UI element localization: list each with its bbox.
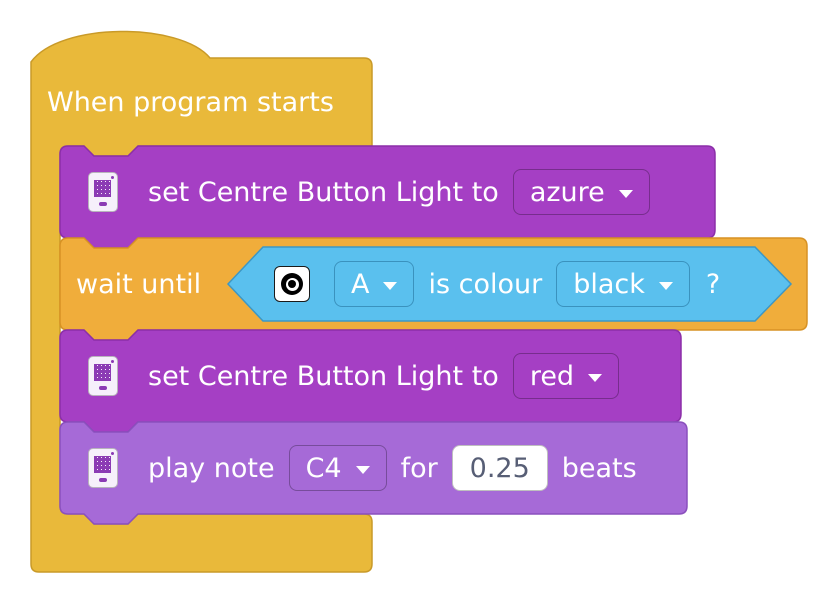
port-value: A [351,268,370,300]
note-value: C4 [305,452,342,484]
wait-until-label: wait until [76,268,202,300]
is-colour-label: is colour [428,268,543,300]
condition-color-value: black [573,268,645,300]
set-light-label: set Centre Button Light to [148,176,499,208]
set-light-row-2: set Centre Button Light to red [88,353,620,399]
chevron-down-icon [618,189,633,198]
beats-input[interactable]: 0.25 [451,445,548,491]
condition-color-dropdown[interactable]: black [556,261,690,307]
hub-sound-icon [88,448,118,488]
play-note-row: play note C4 for 0.25 beats [88,445,637,491]
beats-label: beats [561,452,637,484]
set-light-row-1: set Centre Button Light to azure [88,169,650,215]
chevron-down-icon [355,465,370,474]
play-note-label: play note [148,452,275,484]
chevron-down-icon [383,281,398,290]
light-color-value: red [529,360,575,392]
hub-light-icon [88,356,118,396]
hat-label-row: When program starts [47,79,334,125]
wait-until-row: wait until [76,261,201,307]
color-sensor-icon [274,266,310,302]
light-color-dropdown[interactable]: azure [512,169,650,215]
hub-light-icon [88,172,118,212]
question-mark: ? [705,268,721,300]
light-color-value: azure [529,176,605,208]
condition-row: A is colour black ? [274,261,720,307]
for-label: for [400,452,438,484]
set-light-label: set Centre Button Light to [148,360,499,392]
hat-label: When program starts [47,86,334,118]
chevron-down-icon [588,373,603,382]
light-color-dropdown[interactable]: red [512,353,620,399]
chevron-down-icon [658,281,673,290]
port-dropdown[interactable]: A [334,261,415,307]
note-dropdown[interactable]: C4 [288,445,387,491]
